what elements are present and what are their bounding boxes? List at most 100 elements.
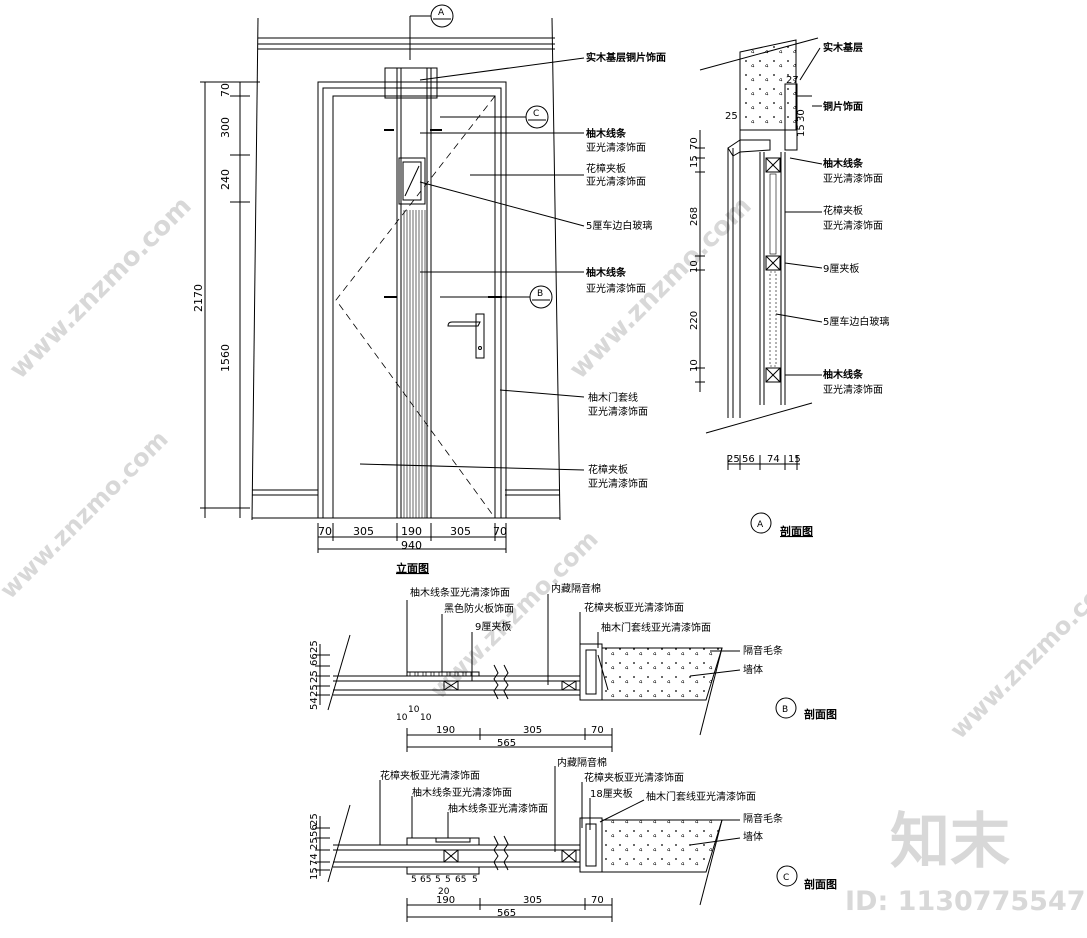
sa-label-1: 铜片饰面 <box>823 100 863 113</box>
label-finish-1: 亚光清漆饰面 <box>586 141 646 154</box>
sb-dim-h-2: 70 <box>591 725 604 736</box>
sb-label-1: 黑色防火板饰面 <box>444 602 514 615</box>
sb-label-7: 墙体 <box>743 663 763 676</box>
sa-dim-top-3: 15 <box>796 124 807 137</box>
sc-small-2: 5 <box>435 875 441 885</box>
sa-label-8: 柚木线条 <box>823 368 864 381</box>
sa-dim-b-3: 15 <box>788 454 801 465</box>
sa-marker: A <box>757 520 764 530</box>
sb-label-6: 隔音毛条 <box>743 644 783 657</box>
sc-small-4: 65 <box>455 875 466 885</box>
sc-label-5: 18厘夹板 <box>590 787 633 800</box>
dim-v-300: 300 <box>219 117 232 138</box>
elevation-view <box>200 15 585 553</box>
sb-marker: B <box>782 705 788 715</box>
sc-dim-h-2: 70 <box>591 895 604 906</box>
watermark-logo: 知末 <box>890 807 1010 877</box>
sa-label-2: 柚木线条 <box>823 157 864 170</box>
sc-label-4: 花樟夹板亚光清漆饰面 <box>584 771 684 784</box>
sa-dim-v-4: 220 <box>689 311 700 330</box>
sa-label-6: 9厘夹板 <box>823 262 859 275</box>
sc-dim-h-0: 190 <box>436 895 455 906</box>
sb-label-3: 内藏隔音棉 <box>551 582 601 595</box>
sb-small-1: 10 <box>396 713 408 723</box>
sb-dim-v-4: 54 <box>309 697 320 710</box>
sb-label-5: 柚木门套线亚光清漆饰面 <box>601 621 711 634</box>
sa-dim-v-1: 15 <box>689 155 700 168</box>
sb-small-0: 10 <box>408 705 420 715</box>
sa-dim-v-2: 268 <box>689 207 700 226</box>
sb-dim-v-3: 25 <box>309 684 320 697</box>
label-finish-4: 亚光清漆饰面 <box>588 405 648 418</box>
sc-small-total: 20 <box>438 887 450 897</box>
sb-label-4: 花樟夹板亚光清漆饰面 <box>584 601 684 614</box>
sc-label-7: 隔音毛条 <box>743 812 783 825</box>
sa-dim-b-1: 56 <box>742 454 755 465</box>
sc-dim-h-1: 305 <box>523 895 542 906</box>
dim-total-940: 940 <box>401 539 422 552</box>
dim-h-190: 190 <box>401 525 422 538</box>
section-c-view <box>315 766 741 922</box>
marker-a: A <box>438 8 445 18</box>
label-copper-base: 实木基层铜片饰面 <box>586 51 666 64</box>
sa-dim-top-2: 30 <box>796 109 807 122</box>
sc-label-6: 柚木门套线亚光清漆饰面 <box>646 790 756 803</box>
sa-dim-v-5: 10 <box>689 359 700 372</box>
sc-label-2: 柚木线条亚光清漆饰面 <box>448 802 548 815</box>
section-a-view <box>695 37 823 470</box>
label-camphor-2: 花樟夹板 <box>588 463 628 476</box>
dim-h-305b: 305 <box>450 525 471 538</box>
marker-b: B <box>537 289 543 299</box>
sa-title: 剖面图 <box>780 524 813 538</box>
sc-label-0: 花樟夹板亚光清漆饰面 <box>380 769 480 782</box>
sb-label-0: 柚木线条亚光清漆饰面 <box>410 586 510 599</box>
marker-c: C <box>533 109 539 119</box>
elevation-title: 立面图 <box>396 561 429 575</box>
sc-dim-v-0: 25 <box>309 813 320 826</box>
sa-label-3: 亚光清漆饰面 <box>823 172 883 185</box>
sc-label-8: 墙体 <box>743 830 763 843</box>
label-finish-5: 亚光清漆饰面 <box>588 477 648 490</box>
section-b-view <box>315 594 741 752</box>
dim-v-70: 70 <box>219 83 232 97</box>
section-b-text: 柚木线条亚光清漆饰面 黑色防火板饰面 9厘夹板 内藏隔音棉 花樟夹板亚光清漆饰面… <box>309 582 837 749</box>
sc-label-3: 内藏隔音棉 <box>557 756 607 769</box>
sb-dim-v-2: 25 <box>309 670 320 683</box>
label-finish-3: 亚光清漆饰面 <box>586 282 646 295</box>
label-teak-strip-2: 柚木线条 <box>586 266 627 279</box>
elevation-markers: A C B <box>430 4 553 309</box>
sc-small-1: 65 <box>420 875 431 885</box>
sb-dim-h-1: 305 <box>523 725 542 736</box>
sa-dim-b-0: 25 <box>727 454 740 465</box>
sc-dim-v-2: 25 <box>309 837 320 850</box>
sc-label-1: 柚木线条亚光清漆饰面 <box>412 786 512 799</box>
sc-small-3: 5 <box>445 875 451 885</box>
label-finish-2: 亚光清漆饰面 <box>586 175 646 188</box>
section-c-text: 花樟夹板亚光清漆饰面 柚木线条亚光清漆饰面 柚木线条亚光清漆饰面 内藏隔音棉 花… <box>309 756 837 919</box>
label-door-casing: 柚木门套线 <box>588 391 638 404</box>
sa-dim-top-1: 27 <box>786 75 799 86</box>
dim-h-70a: 70 <box>318 525 332 538</box>
sc-dim-v-1: 56 <box>309 824 320 837</box>
sc-marker: C <box>783 873 789 883</box>
sa-dim-v-0: 70 <box>689 137 700 150</box>
dim-v-1560: 1560 <box>219 344 232 372</box>
section-a-text: 实木基层 铜片饰面 柚木线条 亚光清漆饰面 花樟夹板 亚光清漆饰面 9厘夹板 5… <box>689 41 889 538</box>
label-teak-strip-1: 柚木线条 <box>586 127 627 140</box>
label-glass: 5厘车边白玻璃 <box>586 219 652 232</box>
sa-label-5: 亚光清漆饰面 <box>823 219 883 232</box>
sc-dim-v-4: 15 <box>309 867 320 880</box>
sb-title: 剖面图 <box>804 707 837 721</box>
dim-h-305a: 305 <box>353 525 374 538</box>
sc-total: 565 <box>497 908 516 919</box>
watermark-site-1: www.znzmo.com <box>4 191 198 385</box>
sb-dim-v-0: 25 <box>309 640 320 653</box>
sb-small-2: 10 <box>420 713 432 723</box>
elevation-labels: 实木基层铜片饰面 柚木线条 亚光清漆饰面 花樟夹板 亚光清漆饰面 5厘车边白玻璃… <box>396 51 666 575</box>
sb-dim-h-0: 190 <box>436 725 455 736</box>
watermark-id: ID: 1130775547 <box>845 886 1086 917</box>
dim-v-2170: 2170 <box>192 284 205 312</box>
dim-h-70b: 70 <box>493 525 507 538</box>
sb-total: 565 <box>497 738 516 749</box>
sb-label-2: 9厘夹板 <box>475 620 511 633</box>
